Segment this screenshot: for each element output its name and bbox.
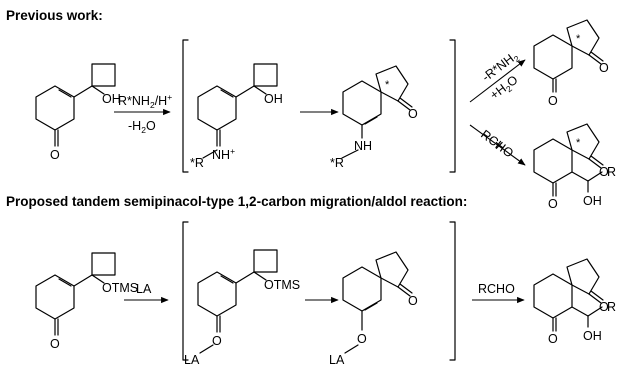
spirodione-stereo-star: * — [576, 33, 581, 45]
la-complex-intermediate: OTMS O LA — [184, 249, 300, 367]
aldol-oh-label: OH — [583, 194, 602, 208]
proposed-starting-material: OTMS O — [35, 252, 138, 351]
product-oh-label: OH — [583, 329, 602, 343]
proposed-arrow-rcho: RCHO — [472, 282, 525, 304]
right-bracket — [449, 39, 456, 173]
arrow-1-bottom-label: -H2O — [128, 119, 156, 135]
enolate-la-label: LA — [329, 353, 345, 367]
arrow-1-top-label: R*NH2/H+ — [118, 92, 172, 110]
product-ring-o: O — [548, 332, 558, 346]
la-arrow-label: LA — [136, 282, 152, 296]
product-o-top: O — [599, 300, 609, 314]
rcho-arrow-label: RCHO — [478, 282, 515, 296]
enamine-o-label: O — [408, 107, 418, 121]
iminium-nh-label: NH+ — [212, 146, 235, 162]
spirodione-o-top: O — [599, 61, 609, 75]
enamine-r-label: *R — [330, 156, 344, 170]
previous-arrow-aldol-blocked: RCHO ✕ — [469, 124, 526, 166]
aldol-o-top: O — [599, 165, 609, 179]
spirodione-o-bottom: O — [548, 94, 558, 108]
aldol-stereo-star: * — [576, 137, 581, 149]
left-bracket — [182, 39, 189, 173]
oh-label: OH — [102, 92, 121, 106]
spiro-enamine-intermediate: * O *R NH — [330, 65, 418, 170]
right-bracket-proposed — [449, 221, 456, 361]
enolate-o-label: O — [357, 332, 367, 346]
left-bracket-proposed — [182, 221, 189, 361]
spiro-enolate-intermediate: O O LA — [329, 251, 418, 367]
previous-product-spirodione: * O O — [533, 19, 609, 108]
previous-arrow-1: R*NH2/H+ -H2O — [114, 92, 172, 135]
aldol-r-label: R — [607, 165, 616, 179]
previous-work-heading: Previous work: — [6, 8, 103, 23]
enolate-ketone-o: O — [408, 294, 418, 308]
blocked-arrow-cross: ✕ — [494, 139, 504, 153]
iminium-r-label: *R — [190, 156, 204, 170]
proposed-product-aldol: O O R OH — [533, 258, 616, 346]
iminium-oh-label: OH — [264, 92, 283, 106]
complex-o-label: O — [212, 334, 222, 348]
iminium-intermediate: OH *R NH+ — [190, 63, 283, 170]
proposed-ketone-o: O — [50, 337, 60, 351]
enamine-stereo-star: * — [385, 79, 390, 91]
aldol-ring-o: O — [548, 197, 558, 211]
complex-otms-label: OTMS — [264, 278, 300, 292]
complex-la-label: LA — [184, 353, 200, 367]
otms-label: OTMS — [102, 281, 138, 295]
previous-starting-material: OH O — [35, 63, 121, 162]
previous-arrow-hydrolysis: -R*NH2 +H2O — [469, 51, 526, 103]
enamine-nh-label: NH — [354, 139, 372, 153]
product-r-label: R — [607, 300, 616, 314]
ketone-o-label: O — [50, 148, 60, 162]
proposed-arrow-la: LA — [124, 282, 169, 304]
previous-product-aldol: * O O R OH — [533, 123, 616, 211]
proposed-reaction-heading: Proposed tandem semipinacol-type 1,2-car… — [6, 194, 467, 209]
